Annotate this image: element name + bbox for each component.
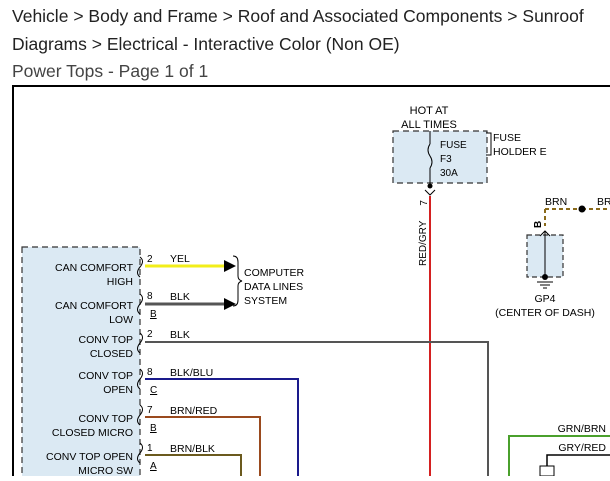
hot-at-all-times-label: HOT AT bbox=[410, 105, 449, 117]
connector-bracket-icon bbox=[137, 256, 143, 278]
pin-label: MICRO SW bbox=[78, 465, 133, 476]
connector-bracket-icon bbox=[137, 404, 143, 426]
fuse-element-icon bbox=[427, 143, 433, 169]
fuse-holder-box[interactable] bbox=[392, 130, 488, 184]
wire-color-label: YEL bbox=[170, 253, 190, 265]
pin-number: 8 bbox=[147, 367, 153, 378]
wire-color-label: BRN bbox=[545, 196, 567, 208]
breadcrumb-item[interactable]: Body and Frame bbox=[88, 6, 218, 26]
breadcrumb-separator: > bbox=[222, 6, 233, 26]
breadcrumb-separator: > bbox=[73, 6, 84, 26]
pin-label: CONV TOP bbox=[79, 370, 133, 382]
pin-letter: C bbox=[150, 385, 157, 396]
blk-wire[interactable] bbox=[145, 341, 489, 476]
pin-label: HIGH bbox=[107, 276, 133, 288]
module-pin-can-low[interactable]: CAN COMFORT LOW 8 B BLK bbox=[55, 291, 236, 326]
fuse-label: 30A bbox=[440, 168, 458, 179]
component-stub bbox=[539, 465, 555, 477]
fuse-label: FUSE bbox=[440, 140, 467, 151]
wire-color-label: BLK/BLU bbox=[170, 367, 213, 379]
connector-terminal bbox=[427, 183, 433, 189]
breadcrumb-separator: > bbox=[91, 34, 102, 54]
wire-color-label: BLK bbox=[170, 291, 190, 303]
brace-icon bbox=[232, 255, 243, 307]
breadcrumb-item-current: Electrical - Interactive Color (Non OE) bbox=[106, 34, 400, 54]
pin-number: 7 bbox=[147, 405, 153, 416]
pin-letter: B bbox=[150, 423, 157, 434]
pin-label: OPEN bbox=[103, 384, 133, 396]
pin-label: LOW bbox=[109, 314, 133, 326]
connector-chevron-icon bbox=[424, 189, 436, 196]
breadcrumb-item[interactable]: Vehicle bbox=[12, 6, 69, 26]
brn-red-wire[interactable] bbox=[145, 416, 261, 476]
wire-color-label: BRN bbox=[597, 196, 610, 208]
pin-label: CLOSED bbox=[90, 348, 134, 360]
pin-label: CONV TOP bbox=[79, 413, 133, 425]
breadcrumb: Vehicle > Body and Frame > Roof and Asso… bbox=[12, 2, 610, 58]
fuse-pin-number: 7 bbox=[419, 200, 430, 206]
pin-number: 1 bbox=[147, 443, 153, 454]
wire-color-label: BRN/BLK bbox=[170, 443, 215, 455]
pin-label: CONV TOP bbox=[79, 334, 133, 346]
connector-bracket-icon bbox=[137, 442, 143, 464]
fuse-label: F3 bbox=[440, 154, 452, 165]
fuse-holder-label: FUSE bbox=[493, 132, 521, 144]
connector-bracket-icon bbox=[137, 368, 143, 390]
pin-number: 8 bbox=[147, 291, 153, 302]
module-pin-open-micro-sw[interactable]: CONV TOP OPEN MICRO SW 1 A BRN/BLK bbox=[46, 442, 242, 477]
arrow-icon bbox=[224, 260, 236, 272]
module-pin-closed-micro[interactable]: CONV TOP CLOSED MICRO 7 B BRN/RED bbox=[52, 404, 261, 476]
wire-color-label: BLK bbox=[170, 329, 190, 341]
breadcrumb-item[interactable]: Sunroof bbox=[522, 6, 584, 26]
breadcrumb-separator: > bbox=[507, 6, 518, 26]
pin-number: 2 bbox=[147, 329, 153, 340]
pin-label: CAN COMFORT bbox=[55, 262, 134, 274]
computer-lines-label: SYSTEM bbox=[244, 295, 287, 307]
module-pin-can-high[interactable]: CAN COMFORT HIGH 2 YEL bbox=[55, 253, 236, 288]
pin-label: CAN COMFORT bbox=[55, 300, 134, 312]
wire-color-label: RED/GRY bbox=[418, 220, 429, 266]
connector-bracket-icon bbox=[137, 293, 143, 315]
connector-bracket-icon bbox=[137, 332, 143, 354]
grn-brn-wire[interactable] bbox=[508, 435, 610, 476]
module-pin-conv-top-closed[interactable]: CONV TOP CLOSED 2 BLK bbox=[79, 329, 489, 476]
breadcrumb-item[interactable]: Roof and Associated Components bbox=[237, 6, 503, 26]
module-pin-conv-top-open[interactable]: CONV TOP OPEN 8 C BLK/BLU bbox=[79, 367, 299, 476]
computer-lines-label: DATA LINES bbox=[244, 281, 303, 293]
wire-color-label: GRN/BRN bbox=[558, 423, 606, 435]
ground-name: GP4 bbox=[534, 293, 555, 305]
control-module-box[interactable] bbox=[21, 246, 141, 481]
fuse-holder-bracket bbox=[486, 132, 492, 156]
splice-point bbox=[578, 205, 586, 213]
wire-color-label: BRN/RED bbox=[170, 405, 218, 417]
pin-label: CONV TOP OPEN bbox=[46, 451, 133, 463]
computer-lines-label: COMPUTER bbox=[244, 267, 305, 279]
arrow-icon bbox=[224, 298, 236, 310]
hot-at-all-times-label: ALL TIMES bbox=[401, 119, 457, 131]
pin-letter: B bbox=[150, 309, 157, 320]
ground-location: (CENTER OF DASH) bbox=[495, 307, 595, 319]
breadcrumb-item[interactable]: Diagrams bbox=[12, 34, 87, 54]
fuse-holder-label: HOLDER E bbox=[493, 146, 547, 158]
blk-blu-wire[interactable] bbox=[145, 378, 299, 476]
wire-color-label: GRY/RED bbox=[558, 442, 606, 454]
brn-blk-wire[interactable] bbox=[145, 454, 242, 476]
page-title: Power Tops - Page 1 of 1 bbox=[12, 61, 209, 81]
ground-terminal bbox=[542, 274, 548, 280]
pin-number: 2 bbox=[147, 254, 153, 265]
pin-label: CLOSED MICRO bbox=[52, 427, 133, 439]
ground-pin-letter: B bbox=[533, 221, 544, 228]
pin-letter: A bbox=[150, 461, 157, 472]
